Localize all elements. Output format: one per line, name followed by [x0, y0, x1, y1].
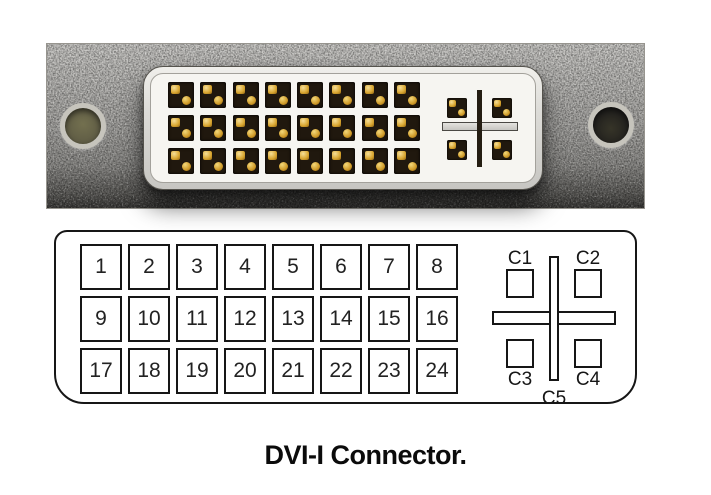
pin-socket [200, 115, 227, 141]
c5-vertical-blade [549, 256, 559, 381]
pin-socket [361, 115, 388, 141]
pin-socket [168, 82, 194, 108]
pin-socket [361, 82, 388, 108]
c1-label: C1 [507, 248, 533, 269]
pin-socket [329, 115, 356, 141]
pin-box-18: 18 [128, 348, 170, 394]
pin-socket [297, 115, 324, 141]
pin-box-23: 23 [368, 348, 410, 394]
analog-pin-socket-c3 [447, 140, 467, 160]
pin-box-10: 10 [128, 296, 170, 342]
pin-box-3: 3 [176, 244, 218, 290]
pin-box-11: 11 [176, 296, 218, 342]
pin-box-4: 4 [224, 244, 266, 290]
pin-box-12: 12 [224, 296, 266, 342]
pin-socket [232, 148, 259, 174]
figure-caption: DVI-I Connector. [264, 440, 467, 470]
pin-socket [232, 82, 259, 108]
pin-box-22: 22 [320, 348, 362, 394]
pin-box-20: 20 [224, 348, 266, 394]
pin-box-5: 5 [272, 244, 314, 290]
screw-hole-left [60, 103, 106, 149]
pin-socket [394, 115, 421, 141]
pin-box-6: 6 [320, 244, 362, 290]
pin-socket [264, 82, 291, 108]
pin-box-2: 2 [128, 244, 170, 290]
c5-label: C5 [541, 388, 567, 409]
insulator-panel [150, 73, 536, 183]
pin-box-21: 21 [272, 348, 314, 394]
analog-pin-socket-c4 [492, 140, 512, 160]
pin-socket [329, 148, 356, 174]
screw-hole-right [588, 102, 634, 148]
pin-socket [361, 148, 388, 174]
connector-recess [143, 66, 543, 190]
pin-socket-grid [168, 82, 421, 174]
pinout-diagram: 1 2 3 4 5 6 7 8 9 10 11 12 13 14 15 16 1… [54, 230, 637, 409]
pin-grid: 1 2 3 4 5 6 7 8 9 10 11 12 13 14 15 16 1… [80, 244, 458, 394]
pin-socket [232, 115, 259, 141]
pin-socket [264, 115, 291, 141]
c3-label: C3 [507, 369, 533, 390]
pin-socket [264, 148, 291, 174]
pin-socket [168, 148, 194, 174]
pin-socket [200, 148, 227, 174]
pin-socket [200, 82, 227, 108]
analog-cross-slot [477, 90, 482, 167]
pin-box-24: 24 [416, 348, 458, 394]
c2-box [574, 269, 602, 298]
pin-socket [394, 82, 421, 108]
pin-socket [297, 148, 324, 174]
pin-box-9: 9 [80, 296, 122, 342]
pin-box-1: 1 [80, 244, 122, 290]
pin-box-15: 15 [368, 296, 410, 342]
pin-box-14: 14 [320, 296, 362, 342]
pin-box-8: 8 [416, 244, 458, 290]
pin-socket [394, 148, 421, 174]
c4-label: C4 [575, 369, 601, 390]
c3-box [506, 339, 534, 368]
pin-box-7: 7 [368, 244, 410, 290]
pin-box-13: 13 [272, 296, 314, 342]
analog-pin-socket-c2 [492, 98, 512, 118]
pin-box-19: 19 [176, 348, 218, 394]
pin-box-16: 16 [416, 296, 458, 342]
c1-box [506, 269, 534, 298]
pin-box-17: 17 [80, 348, 122, 394]
c2-label: C2 [575, 248, 601, 269]
pin-socket [297, 82, 324, 108]
connector-photo [46, 43, 645, 209]
analog-pin-socket-c1 [447, 98, 467, 118]
c4-box [574, 339, 602, 368]
pin-socket [168, 115, 194, 141]
pin-socket [329, 82, 356, 108]
